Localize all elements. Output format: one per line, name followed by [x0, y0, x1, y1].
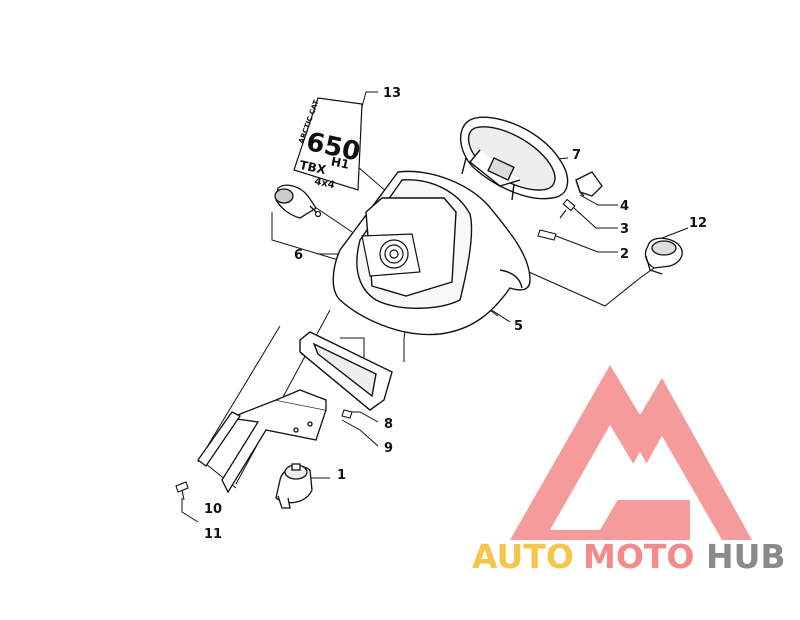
part-3-bulb	[559, 198, 576, 219]
part-4-knob	[575, 171, 603, 197]
watermark-wordmark: AUTO MOTO HUB	[472, 537, 786, 576]
callout-9: 9	[384, 441, 393, 456]
watermark-word-hub: HUB	[706, 537, 786, 576]
callout-labels: 1 2 3 4 5 6 7 8 9 10 11 12 13	[204, 86, 707, 542]
bezel-frame	[299, 331, 393, 411]
part-13-decal: ARCTIC CAT 650 H1 TBX 4x4	[293, 97, 363, 191]
callout-7: 7	[572, 148, 581, 163]
part-12-socket	[644, 237, 683, 275]
callout-6: 6	[294, 248, 303, 263]
part-5-instrument-pod	[332, 170, 531, 336]
part-10-bracket	[197, 389, 327, 494]
part-6-indicator	[361, 233, 421, 277]
part-7-gauge	[460, 116, 569, 201]
watermark-word-moto: MOTO	[583, 537, 694, 576]
part-2-clip	[537, 229, 557, 241]
callout-4: 4	[620, 199, 629, 214]
callout-11: 11	[204, 527, 222, 542]
watermark-word-auto: AUTO	[472, 537, 574, 576]
decal-model-name: TBX	[298, 158, 328, 177]
part-1-ignition-switch	[275, 463, 313, 509]
watermark-logo-icon	[510, 365, 752, 540]
callout-13: 13	[383, 86, 401, 101]
part-6-switch	[274, 184, 322, 219]
decal-model-suffix: H1	[330, 154, 351, 172]
callout-8: 8	[384, 417, 393, 432]
decal-drive: 4x4	[313, 176, 335, 191]
part-8-screw	[341, 409, 353, 419]
callout-12: 12	[689, 216, 707, 231]
callout-3: 3	[620, 222, 629, 237]
part-11-rivet	[175, 481, 189, 501]
callout-2: 2	[620, 247, 629, 262]
callout-10: 10	[204, 502, 222, 517]
callout-1: 1	[337, 468, 346, 483]
callout-5: 5	[514, 319, 523, 334]
